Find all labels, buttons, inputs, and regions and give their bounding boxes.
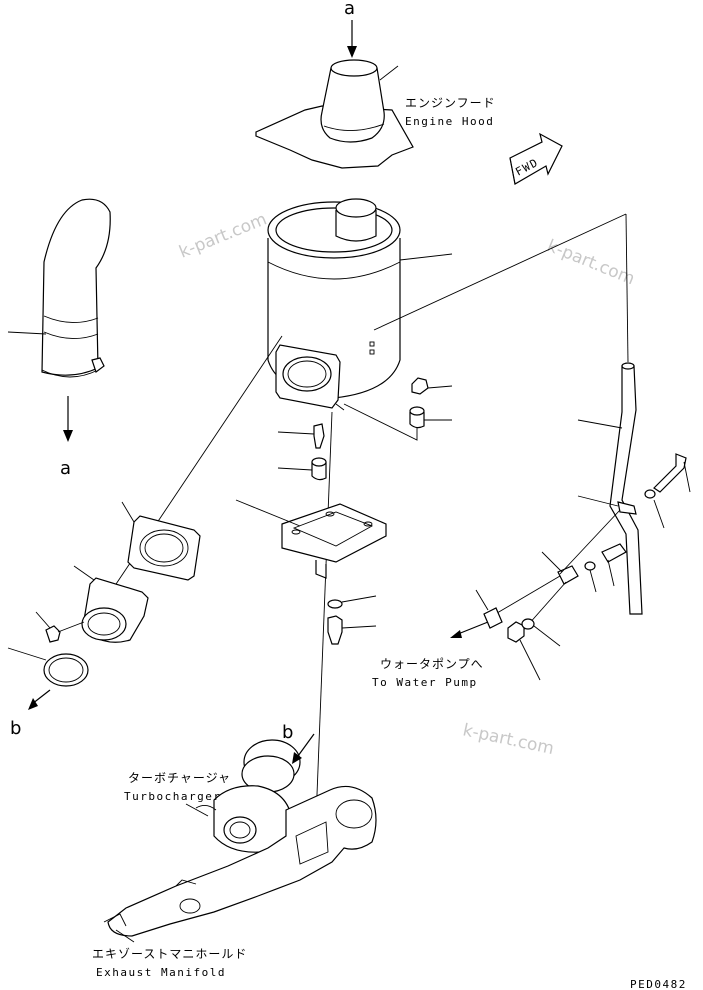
bolt-center [277, 423, 325, 449]
bolt-lower [327, 615, 377, 645]
ref-b-left: b [10, 718, 21, 739]
drawing-code: PED0482 [630, 978, 687, 990]
elbow-connector [73, 565, 149, 643]
intake-hose: a [7, 198, 111, 479]
spacer-upper [343, 403, 452, 441]
watermark-3: k-part.com [461, 720, 556, 759]
gasket [121, 501, 201, 581]
to-water-pump: ウォータポンプへ To Water Pump [372, 621, 489, 689]
bolt-left [35, 611, 85, 643]
sleeve [475, 589, 503, 629]
water-pipe [577, 362, 643, 615]
leader-pipe [373, 213, 627, 331]
fwd-arrow: FWD [509, 132, 563, 185]
nut-upper [411, 377, 453, 395]
clamp-ring: b [7, 647, 89, 739]
water-pump-label-jp: ウォータポンプへ [380, 657, 484, 671]
nut-lower [507, 621, 541, 681]
collar-center [277, 457, 327, 481]
turbo-label-jp: ターボチャージャ [128, 771, 231, 785]
ref-a-top: a [344, 0, 355, 19]
engine-hood-label-jp: エンジンフード [405, 96, 496, 110]
washer-right [521, 618, 561, 647]
watermark-2: k-part.com [544, 236, 637, 289]
engine-hood-label-en: Engine Hood [405, 115, 494, 128]
engine-hood: エンジンフード Engine Hood [255, 59, 496, 169]
bracket [235, 499, 387, 579]
turbo-label-en: Turbocharger [124, 790, 221, 803]
manifold-label-en: Exhaust Manifold [96, 966, 226, 979]
washer-lower [327, 595, 377, 609]
pipe-fittings [491, 509, 627, 635]
manifold-label-jp: エキゾーストマニホールド [92, 947, 247, 961]
ref-b-turbo: b [282, 722, 293, 743]
exhaust-manifold: エキゾーストマニホールド Exhaust Manifold [92, 785, 377, 979]
ref-a-left: a [60, 458, 71, 479]
bolt-right [644, 453, 691, 529]
air-cleaner [267, 198, 453, 411]
water-pump-label-en: To Water Pump [372, 676, 478, 689]
watermark-1: k-part.com [176, 209, 269, 262]
turbocharger: b ターボチャージャ Turbocharger [124, 722, 315, 853]
top-ref-arrow: a [344, 0, 357, 58]
center-line [315, 411, 333, 821]
